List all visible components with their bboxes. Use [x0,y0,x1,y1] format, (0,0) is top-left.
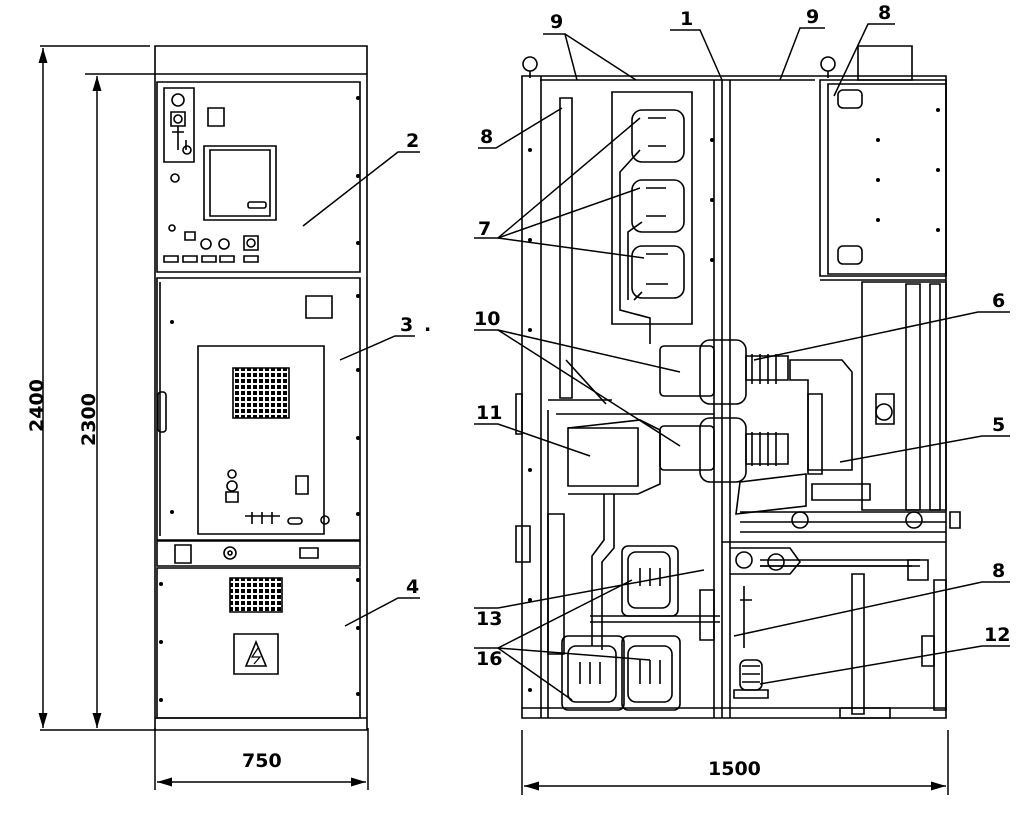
callout-16: 16 [476,648,503,670]
callout-8-top-right: 8 [878,2,892,24]
callout-12: 12 [984,624,1011,646]
callout-8-left: 8 [480,126,494,148]
dimension-lines [38,46,948,795]
callout-11: 11 [476,402,503,424]
callout-7: 7 [478,218,492,240]
callout-1: 1 [680,8,694,30]
callout-8-lower: 8 [992,560,1006,582]
callout-3: 3 [400,314,414,336]
front-view [155,46,367,730]
dimension-1500-label: 1500 [708,758,761,780]
callout-5: 5 [992,414,1006,436]
dimension-2300-label: 2300 [77,393,100,446]
callout-9-right: 9 [806,6,820,28]
callout-4: 4 [406,576,420,598]
side-view [516,46,960,718]
callout-dot-mark: . [424,314,432,336]
callout-10: 10 [474,308,501,330]
leader-lines [303,24,1010,700]
callout-2: 2 [406,130,420,152]
dimension-2400-label: 2400 [25,379,48,432]
callout-13: 13 [476,608,503,630]
callout-9-left: 9 [550,11,564,33]
dimension-750-label: 750 [242,750,282,772]
callout-6: 6 [992,290,1006,312]
